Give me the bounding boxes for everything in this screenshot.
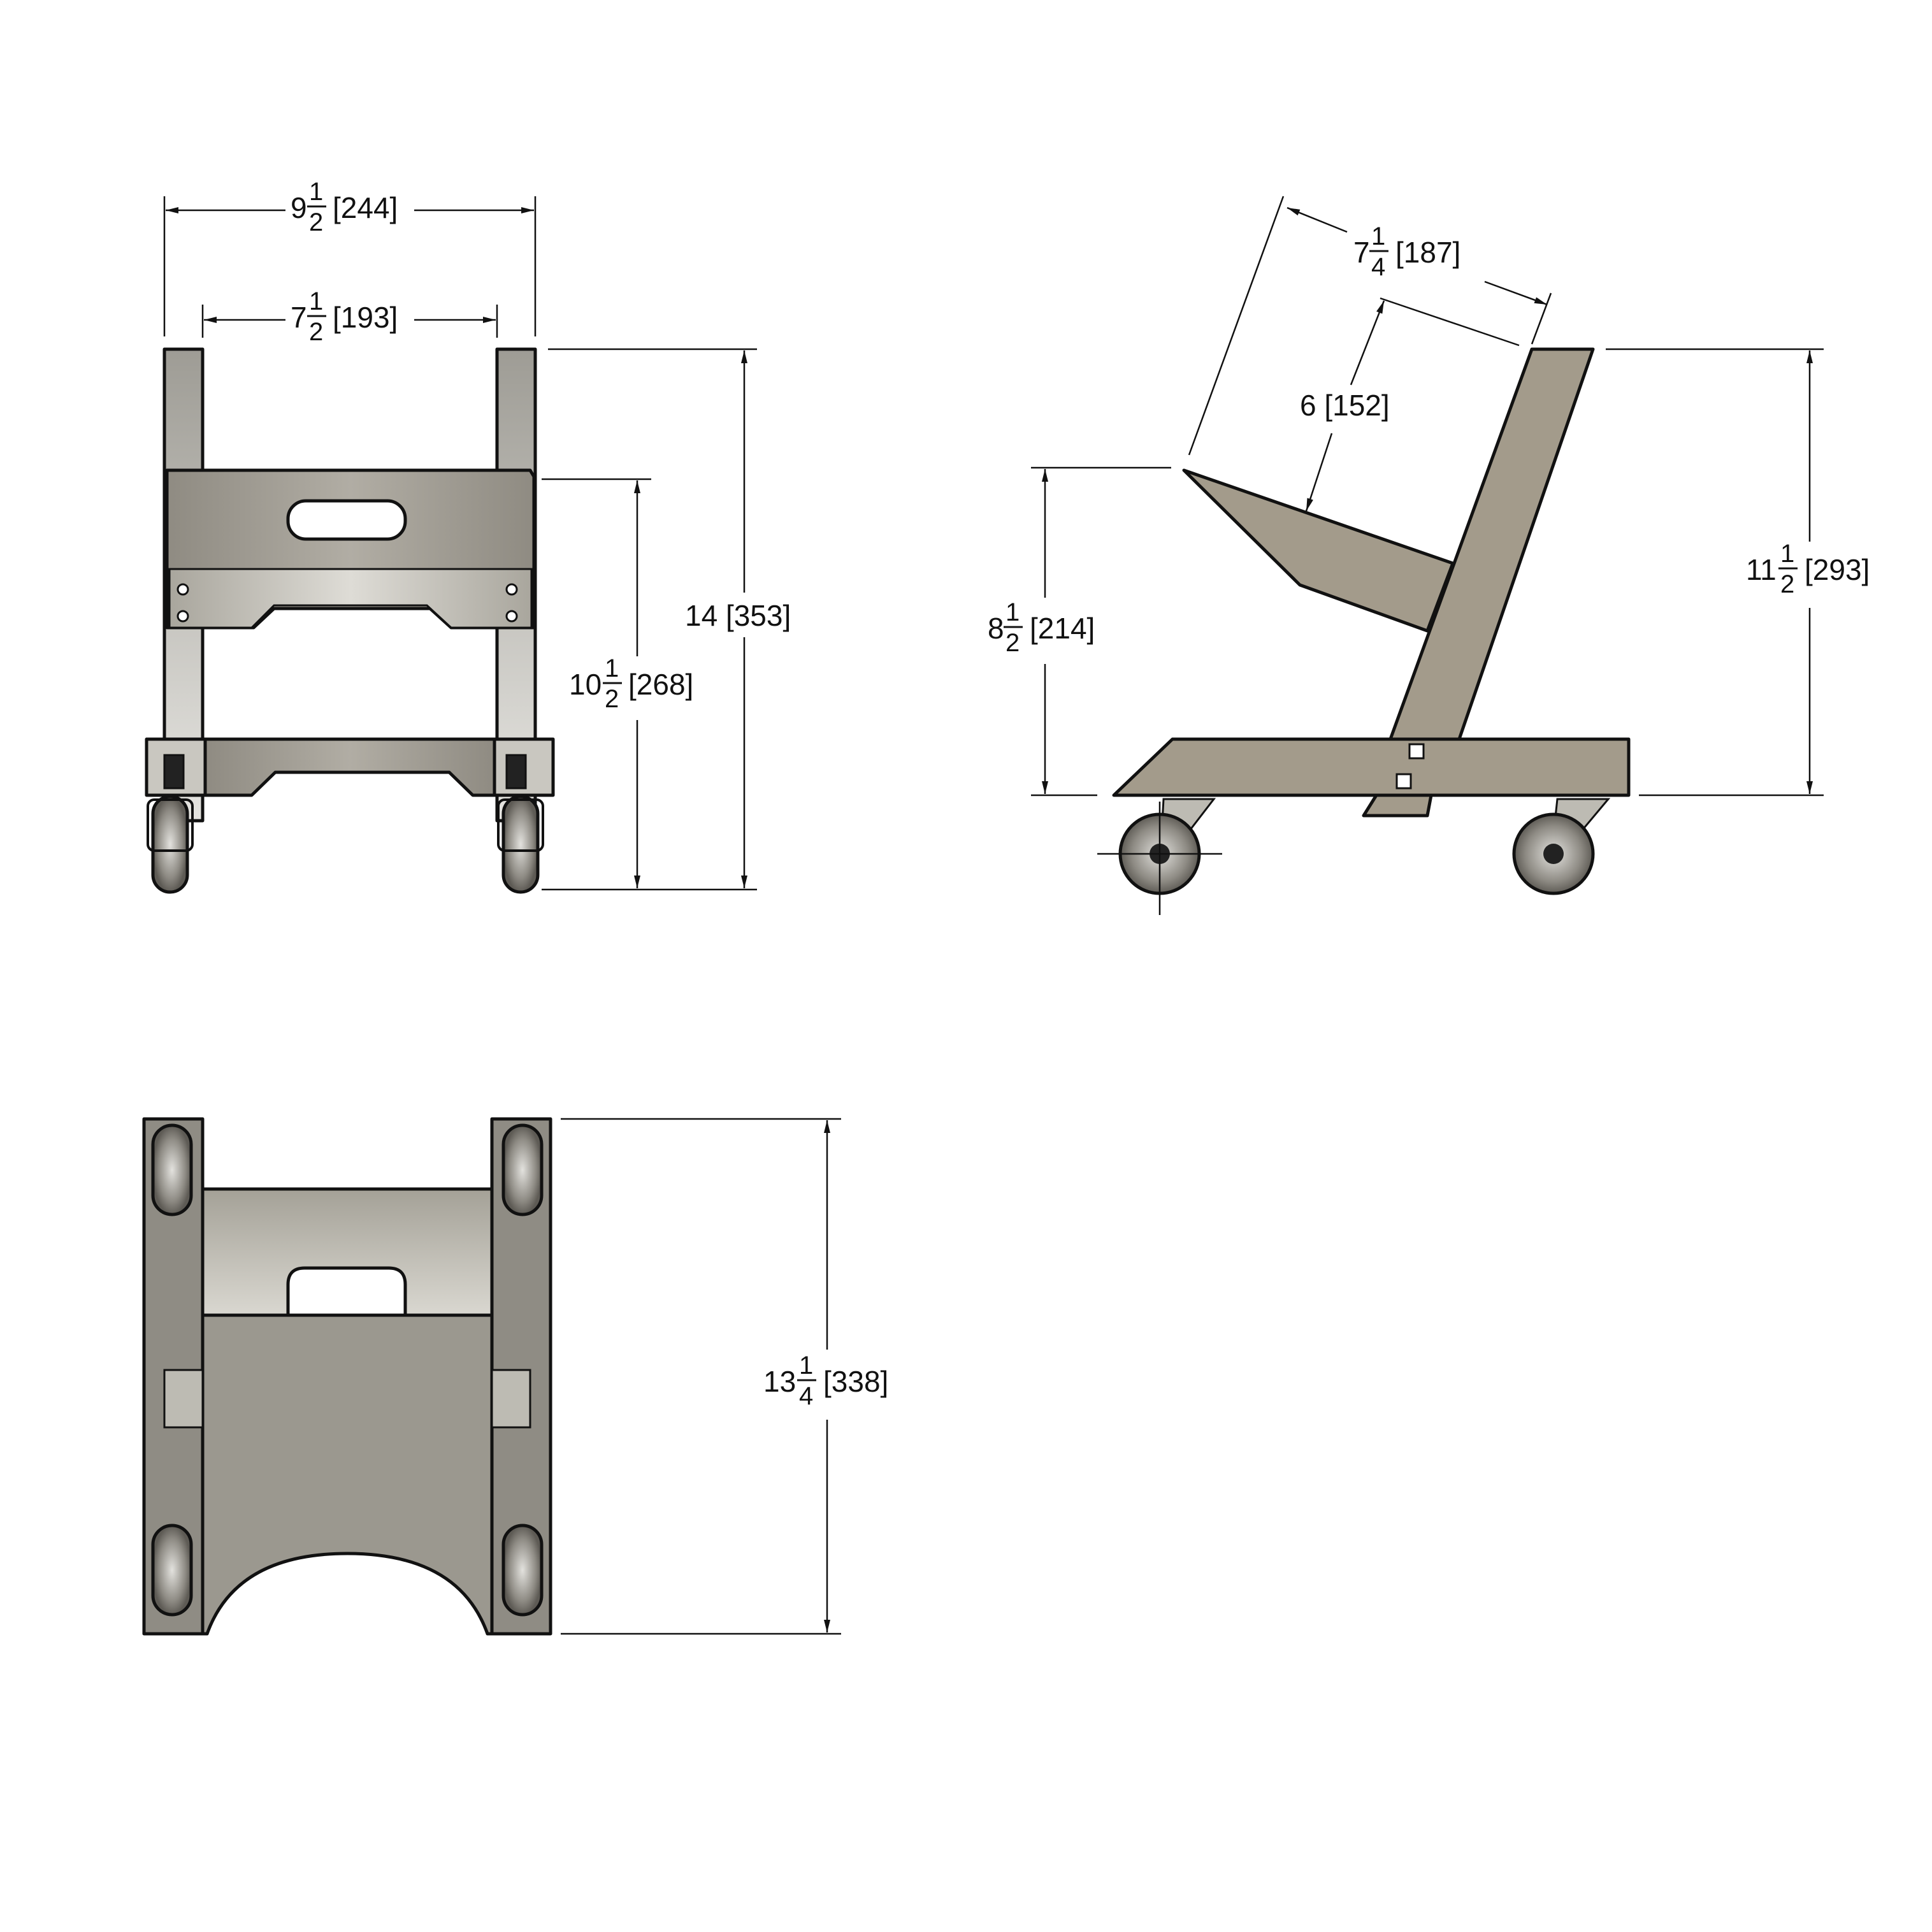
dim-front-overall-width-den: 2	[309, 208, 323, 236]
dim-front-inner-width-num: 1	[309, 287, 323, 315]
front-left-wheel-fork	[147, 798, 194, 852]
top-caster	[151, 1524, 193, 1617]
dim-side-seat-height-den: 2	[1006, 629, 1020, 657]
top-right-bracket	[491, 1369, 531, 1429]
front-view	[145, 347, 555, 894]
top-view	[142, 1117, 552, 1636]
dim-side-back-height-num: 1	[1780, 540, 1794, 568]
dim-side-back-length-whole: 7	[1353, 236, 1370, 269]
dim-front-inner-width-whole: 7	[291, 301, 307, 334]
dim-top-overall-length-den: 4	[799, 1382, 813, 1410]
front-base-beam	[203, 737, 496, 797]
caster-mount	[163, 754, 185, 789]
dim-front-overall-height: 14 [353]	[685, 599, 791, 632]
side-base	[1112, 737, 1631, 797]
side-seat	[1182, 468, 1455, 633]
dim-front-overall-width-num: 1	[309, 178, 323, 206]
bolt	[177, 610, 189, 623]
top-view-dimensions: 13 1 4 [338]	[561, 1118, 888, 1635]
top-caster	[151, 1123, 193, 1216]
top-seat-panel	[201, 1313, 494, 1636]
dim-side-back-length-metric: [187]	[1395, 236, 1460, 269]
dim-side-back-length-num: 1	[1371, 222, 1385, 250]
dim-top-overall-length-whole: 13	[763, 1365, 796, 1398]
front-right-wheel	[501, 795, 540, 894]
side-lower-leg	[1362, 793, 1433, 818]
front-seat-lower-band	[168, 568, 533, 629]
top-left-bracket	[163, 1369, 204, 1429]
bolt	[505, 583, 518, 596]
side-bolt	[1408, 743, 1425, 760]
dim-front-seat-height-den: 2	[605, 685, 619, 713]
dim-front-inner-width-metric: [193]	[333, 301, 398, 334]
side-wheel-right-hub	[1543, 844, 1564, 864]
dim-front-seat-height-metric: [268]	[628, 668, 693, 701]
dim-front-seat-height-whole: 10	[569, 668, 602, 701]
dim-side-seat-depth: 6 [152]	[1300, 389, 1390, 422]
front-left-wheel	[151, 795, 189, 894]
dim-side-back-length-den: 4	[1371, 253, 1385, 281]
dim-side-seat-height-num: 1	[1006, 598, 1020, 626]
handle-slot	[286, 499, 407, 541]
front-view-dimensions: 9 1 2 [244] 7 1 2 [193] 14 [353] 10 1 2 …	[163, 178, 791, 891]
dim-side-seat-height-metric: [214]	[1030, 612, 1095, 645]
bolt	[505, 610, 518, 623]
top-handle-slot	[286, 1266, 407, 1317]
side-view-dimensions: 7 1 4 [187] 6 [152] 8 1 2 [214] 11 1 2 […	[988, 196, 1870, 797]
dim-front-seat-height-num: 1	[605, 654, 619, 682]
caster-mount	[505, 754, 527, 789]
side-back-support	[1388, 347, 1595, 741]
dim-side-back-height-whole: 11	[1746, 553, 1777, 586]
top-caster	[501, 1524, 544, 1617]
dim-top-overall-length-num: 1	[799, 1352, 813, 1380]
dim-front-overall-width-metric: [244]	[333, 191, 398, 224]
dim-side-back-height-den: 2	[1780, 570, 1794, 598]
dim-front-overall-width-whole: 9	[291, 191, 307, 224]
side-view	[1097, 347, 1631, 915]
dim-front-inner-width-den: 2	[309, 318, 323, 346]
bolt	[177, 583, 189, 596]
side-bolt	[1395, 773, 1412, 789]
dim-side-seat-height-whole: 8	[988, 612, 1004, 645]
front-right-wheel-fork	[497, 798, 544, 852]
top-caster	[501, 1123, 544, 1216]
dim-top-overall-length-metric: [338]	[823, 1365, 888, 1398]
dim-side-back-height-metric: [293]	[1805, 553, 1870, 586]
